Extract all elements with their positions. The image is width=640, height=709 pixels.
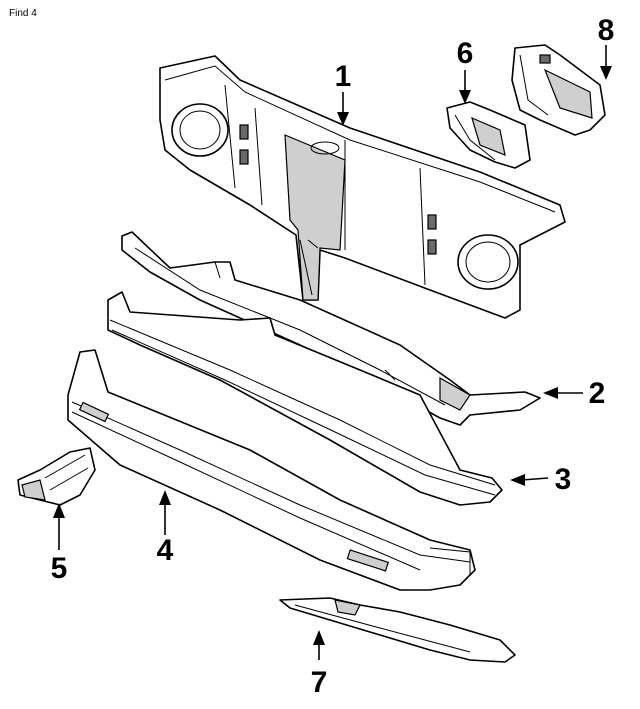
- callout-5: 5: [51, 552, 68, 585]
- part-8-bracket[interactable]: [511, 44, 606, 136]
- callout-2: 2: [589, 377, 606, 410]
- leader-7: [313, 630, 325, 660]
- leader-2: [543, 387, 583, 399]
- callout-8: 8: [598, 14, 615, 47]
- part-7-air-deflector[interactable]: [279, 597, 516, 663]
- leader-8: [600, 45, 612, 80]
- callout-4: 4: [157, 534, 174, 567]
- leader-1: [337, 92, 349, 126]
- leader-5: [53, 503, 65, 550]
- callout-6: 6: [457, 37, 474, 70]
- part-4-bumper-cover[interactable]: [67, 349, 476, 591]
- leader-3: [510, 474, 549, 486]
- part-1-radiator-support[interactable]: [159, 55, 566, 319]
- callout-1: 1: [335, 60, 352, 93]
- part-3-bumper-face-bar[interactable]: [107, 291, 503, 506]
- part-6-bracket[interactable]: [446, 101, 531, 169]
- callout-3: 3: [555, 463, 572, 496]
- leader-6: [459, 70, 471, 104]
- part-5-bracket[interactable]: [17, 447, 96, 506]
- find-label: Find 4: [9, 8, 37, 19]
- leader-4: [159, 490, 171, 535]
- callout-7: 7: [311, 666, 328, 699]
